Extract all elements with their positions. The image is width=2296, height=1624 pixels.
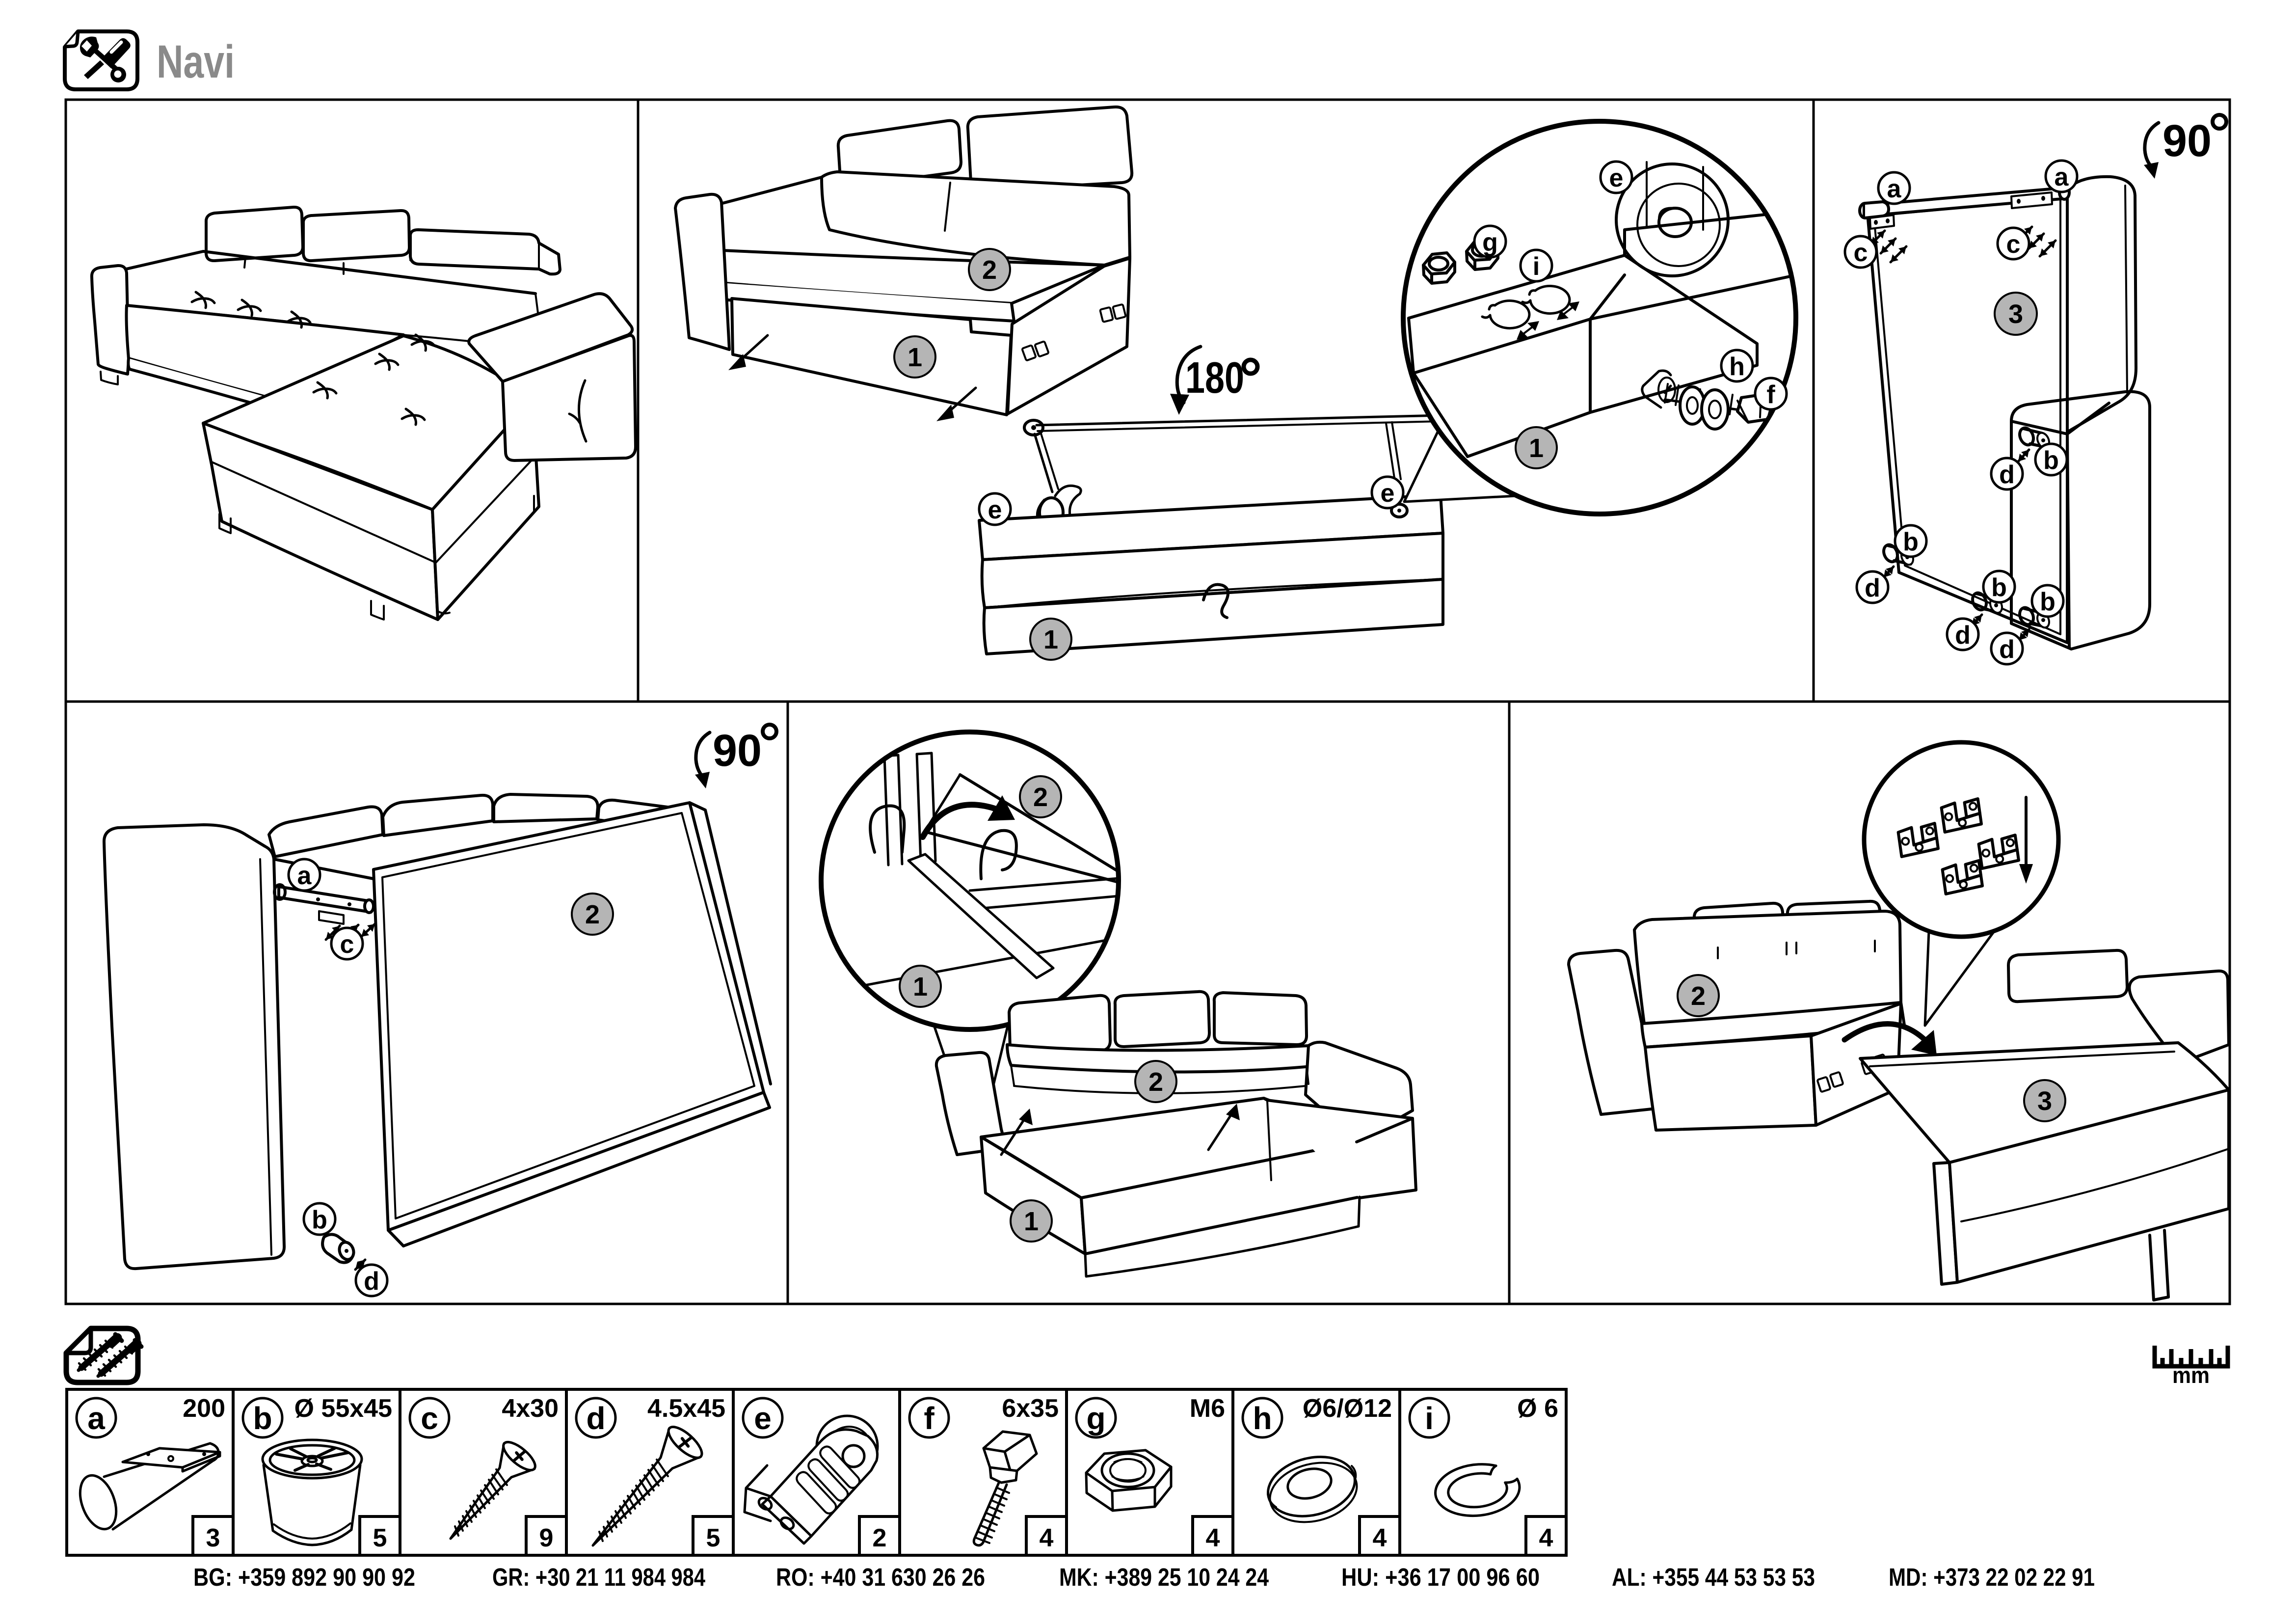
svg-text:HU: +36 17 00 96 60: HU: +36 17 00 96 60 — [1341, 1563, 1540, 1591]
svg-text:9: 9 — [539, 1524, 554, 1552]
svg-text:d: d — [586, 1401, 605, 1436]
svg-text:b: b — [1991, 573, 2007, 602]
svg-text:c: c — [421, 1401, 438, 1436]
svg-text:3: 3 — [2008, 299, 2023, 329]
svg-text:AL: +355 44 53 53 53: AL: +355 44 53 53 53 — [1612, 1563, 1815, 1591]
svg-text:e: e — [1381, 479, 1395, 508]
svg-text:180: 180 — [1185, 353, 1244, 403]
svg-text:Ø6/Ø12: Ø6/Ø12 — [1303, 1394, 1392, 1423]
svg-text:1: 1 — [1024, 1207, 1039, 1236]
svg-text:3: 3 — [206, 1524, 220, 1552]
svg-text:e: e — [988, 496, 1002, 524]
svg-text:g: g — [1482, 228, 1498, 257]
svg-text:a: a — [297, 862, 312, 890]
svg-text:a: a — [1887, 175, 1902, 203]
svg-text:Ø 6: Ø 6 — [1517, 1394, 1558, 1423]
svg-text:2: 2 — [982, 255, 997, 285]
svg-text:6x35: 6x35 — [1002, 1394, 1059, 1423]
svg-text:d: d — [364, 1267, 379, 1296]
svg-text:200: 200 — [183, 1394, 225, 1423]
svg-text:b: b — [253, 1401, 272, 1436]
svg-text:5: 5 — [706, 1524, 721, 1552]
svg-text:2: 2 — [1148, 1067, 1163, 1097]
svg-text:i: i — [1533, 252, 1540, 281]
svg-text:Navi: Navi — [157, 36, 235, 88]
svg-text:2: 2 — [1033, 783, 1048, 812]
svg-text:c: c — [340, 930, 354, 959]
svg-text:h: h — [1253, 1401, 1272, 1436]
svg-text:b: b — [2040, 588, 2056, 616]
svg-text:BG: +359 892 90 90 92: BG: +359 892 90 90 92 — [193, 1563, 415, 1591]
svg-text:d: d — [1999, 460, 2015, 489]
svg-text:2: 2 — [585, 900, 600, 929]
svg-text:2: 2 — [1691, 981, 1706, 1011]
svg-text:MK: +389 25 10 24 24: MK: +389 25 10 24 24 — [1059, 1563, 1269, 1591]
svg-text:a: a — [87, 1401, 105, 1436]
svg-text:1: 1 — [913, 972, 928, 1001]
svg-text:c: c — [2006, 230, 2021, 259]
svg-text:4: 4 — [1373, 1524, 1387, 1552]
svg-text:3: 3 — [2037, 1086, 2052, 1116]
svg-text:d: d — [1999, 635, 2015, 664]
svg-text:i: i — [1425, 1401, 1434, 1436]
svg-text:f: f — [1766, 380, 1775, 409]
svg-text:RO: +40 31 630 26 26: RO: +40 31 630 26 26 — [776, 1563, 985, 1591]
svg-text:4x30: 4x30 — [502, 1394, 559, 1423]
svg-text:5: 5 — [373, 1524, 387, 1552]
svg-text:4: 4 — [1539, 1524, 1553, 1552]
svg-text:e: e — [754, 1401, 772, 1436]
svg-text:c: c — [1854, 239, 1868, 267]
svg-text:4: 4 — [1206, 1524, 1220, 1552]
svg-text:1: 1 — [1043, 625, 1058, 654]
svg-text:mm: mm — [2172, 1362, 2210, 1388]
svg-text:d: d — [1955, 621, 1971, 650]
svg-text:1: 1 — [908, 343, 922, 372]
svg-text:GR: +30 21 11 984 984: GR: +30 21 11 984 984 — [492, 1563, 706, 1591]
svg-text:b: b — [312, 1206, 327, 1234]
svg-text:e: e — [1609, 164, 1624, 192]
svg-text:MD: +373 22 02 22 91: MD: +373 22 02 22 91 — [1889, 1563, 2095, 1591]
svg-text:a: a — [2055, 163, 2069, 191]
svg-text:b: b — [1903, 528, 1919, 556]
svg-text:f: f — [924, 1401, 934, 1436]
svg-text:90: 90 — [713, 726, 762, 776]
svg-text:d: d — [1865, 574, 1880, 602]
svg-text:2: 2 — [873, 1524, 887, 1552]
svg-text:g: g — [1086, 1401, 1105, 1436]
svg-text:4: 4 — [1040, 1524, 1054, 1552]
svg-text:90: 90 — [2163, 116, 2212, 166]
svg-text:h: h — [1729, 352, 1745, 381]
svg-text:b: b — [2043, 446, 2059, 475]
svg-text:Ø 55x45: Ø 55x45 — [294, 1394, 393, 1423]
svg-text:M6: M6 — [1190, 1394, 1225, 1423]
svg-text:1: 1 — [1529, 433, 1544, 463]
svg-text:4.5x45: 4.5x45 — [647, 1394, 725, 1423]
